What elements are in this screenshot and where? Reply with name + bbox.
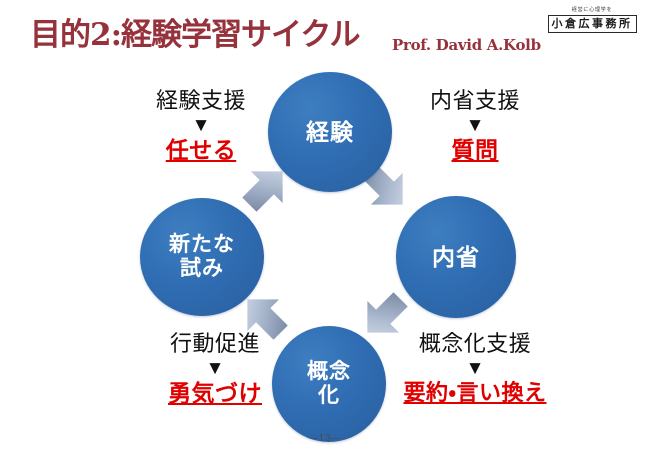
reflection-support-heading: 内省支援 [429,88,520,113]
cycle-node-new-attempt-label-line1: 新たな [169,232,235,256]
down-caret-icon: ▼ [465,358,485,379]
down-caret-icon: ▼ [191,115,211,136]
cycle-node-new-attempt-label-line2: 試み [180,257,224,280]
logo-tagline: 経営に心理学を [571,7,613,13]
cycle-arrow-conceptualize-to-new-icon [224,276,303,355]
page-number: ―13― [309,434,341,444]
title-credit: Prof. David A.Kolb [392,36,541,54]
label-group-experience-support: 経験支援 ▼ 任せる [126,90,276,162]
down-caret-icon: ▼ [465,115,485,136]
cycle-arrow-new-to-experience-icon [226,148,305,227]
cycle-node-conceptualize-label-line1: 概念 [307,359,351,383]
cycle-node-experience-label: 経験 [306,118,354,145]
label-group-reflection-support: 内省支援 ▼ 質問 [400,90,550,162]
cycle-node-conceptualize: 概念 化 [272,326,386,442]
cycle-node-conceptualize-label-line2: 化 [318,384,340,407]
experience-support-action: 任せる [165,137,237,163]
cycle-node-reflection-label: 内省 [432,243,480,270]
experience-support-heading: 経験支援 [155,88,246,113]
label-group-conceptualize-support: 概念化支援 ▼ 要約・言い換え [382,333,568,404]
reflection-support-action: 質問 [451,137,499,163]
page-title: 目的2:経験学習サイクル [30,17,360,53]
action-support-heading: 行動促進 [169,331,260,356]
logo-name: 小倉広事務所 [547,15,637,34]
down-caret-icon: ▼ [205,358,225,379]
cycle-arrow-reflection-to-conceptualize-icon [344,276,423,355]
label-group-action-support: 行動促進 ▼ 勇気づけ [140,333,290,405]
cycle-node-reflection: 内省 [396,196,516,318]
cycle-node-experience: 経験 [268,72,392,192]
company-logo: 経営に心理学を 小倉広事務所 [540,7,644,34]
conceptualize-support-action: 要約・言い換え [403,380,547,405]
cycle-node-new-attempt: 新たな 試み [140,198,264,316]
action-support-action: 勇気づけ [168,380,262,406]
conceptualize-support-heading: 概念化支援 [418,331,532,356]
